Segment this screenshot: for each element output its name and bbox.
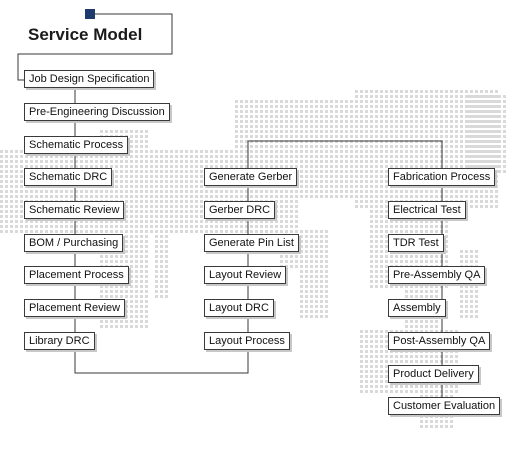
- step-customer-evaluation: Customer Evaluation: [388, 397, 501, 415]
- step-schematic-review: Schematic Review: [24, 201, 125, 219]
- step-placement-review: Placement Review: [24, 299, 126, 317]
- step-assembly: Assembly: [388, 299, 446, 317]
- step-library-drc: Library DRC: [24, 332, 95, 350]
- page-title: Service Model: [28, 25, 143, 44]
- title-marker: [85, 9, 95, 19]
- step-gerber-drc: Gerber DRC: [204, 201, 276, 219]
- step-pre-assembly-qa: Pre-Assembly QA: [388, 266, 486, 284]
- step-schematic-drc: Schematic DRC: [24, 168, 113, 186]
- step-electrical-test: Electrical Test: [388, 201, 466, 219]
- step-layout-review: Layout Review: [204, 266, 287, 284]
- step-fabrication-process: Fabrication Process: [388, 168, 496, 186]
- step-bom-purchasing: BOM / Purchasing: [24, 234, 124, 252]
- step-generate-gerber: Generate Gerber: [204, 168, 298, 186]
- step-generate-pin-list: Generate Pin List: [204, 234, 299, 252]
- step-post-assembly-qa: Post-Assembly QA: [388, 332, 491, 350]
- step-pre-engineering-discussion: Pre-Engineering Discussion: [24, 103, 170, 121]
- step-product-delivery: Product Delivery: [388, 365, 479, 383]
- step-layout-process: Layout Process: [204, 332, 290, 350]
- step-layout-drc: Layout DRC: [204, 299, 274, 317]
- step-job-design-specification: Job Design Specification: [24, 70, 155, 88]
- step-placement-process: Placement Process: [24, 266, 129, 284]
- step-tdr-test: TDR Test: [388, 234, 444, 252]
- step-schematic-process: Schematic Process: [24, 136, 129, 154]
